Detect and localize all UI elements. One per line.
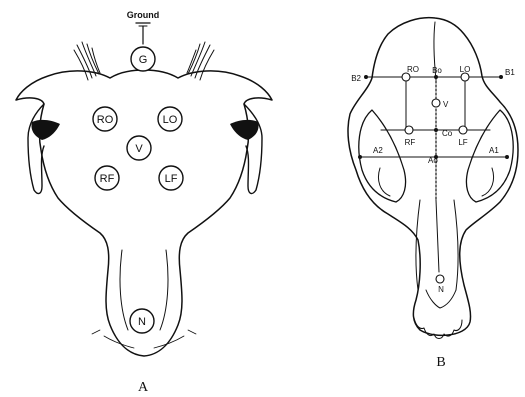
marker-N: [436, 275, 444, 283]
electrode-G: G: [131, 47, 155, 71]
point-label-LF: LF: [458, 138, 467, 147]
point-label-RO: RO: [407, 65, 419, 74]
point-label-N: N: [438, 285, 444, 294]
right-ear-canal: [230, 120, 259, 140]
ground-symbol: Ground: [127, 10, 160, 44]
point-label-B1: B1: [505, 68, 515, 77]
svg-text:V: V: [135, 143, 143, 155]
point-label-V: V: [443, 100, 449, 109]
point-label-LO: LO: [460, 65, 471, 74]
point-label-Ao: Ao: [428, 156, 438, 165]
point-label-Co: Co: [442, 129, 453, 138]
svg-text:RO: RO: [97, 114, 114, 126]
panel-b-label: B: [436, 355, 445, 370]
point-label-B2: B2: [351, 74, 361, 83]
electrode-RF: RF: [95, 166, 119, 190]
panel-b: B2 RO Bo LO B1 V RF Co LF A2 Ao A1 N B: [348, 18, 518, 370]
marker-V: [432, 99, 440, 107]
electrode-RO: RO: [93, 107, 117, 131]
marker-RF: [405, 126, 413, 134]
electrode-LF: LF: [159, 166, 183, 190]
electrode-LO: LO: [158, 107, 182, 131]
point-label-A1: A1: [489, 146, 499, 155]
marker-RO: [402, 73, 410, 81]
panel-a-label: A: [138, 380, 149, 395]
marker-LO: [461, 73, 469, 81]
svg-text:N: N: [138, 316, 146, 328]
left-ear-canal: [31, 120, 60, 140]
panel-a: Ground G RO LO: [16, 10, 272, 395]
electrode-N: N: [130, 309, 154, 333]
marker-LF: [459, 126, 467, 134]
point-label-RF: RF: [405, 138, 416, 147]
svg-text:LF: LF: [165, 173, 178, 185]
electrode-V: V: [127, 136, 151, 160]
point-label-Bo: Bo: [432, 66, 442, 75]
point-label-A2: A2: [373, 146, 383, 155]
svg-text:LO: LO: [163, 114, 178, 126]
svg-text:G: G: [139, 54, 148, 66]
ground-label: Ground: [127, 10, 160, 20]
svg-text:RF: RF: [100, 173, 115, 185]
